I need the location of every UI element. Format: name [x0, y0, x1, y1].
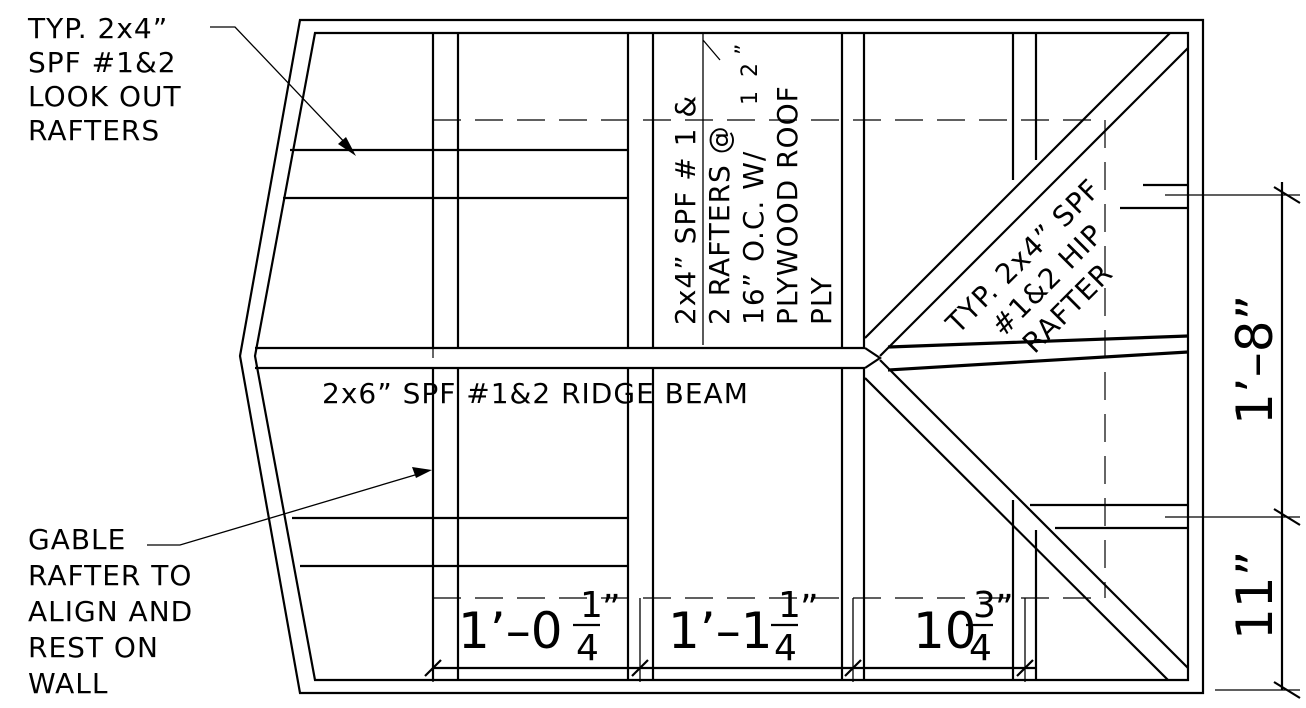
hip-rafter-upper: [864, 32, 1189, 357]
svg-text:PLY: PLY: [805, 276, 838, 325]
svg-text:1: 1: [738, 91, 763, 105]
dimension-2: 1’–1 1 4 ”: [668, 585, 819, 669]
rafter-v4: [1011, 33, 1038, 680]
ridge-end: [864, 347, 882, 369]
note-lookout: TYP. 2x4” SPF #1&2 LOOK OUT RAFTERS: [27, 12, 191, 147]
leader-lookout: [210, 26, 351, 149]
dimension-vertical-1: 1’–8”: [1226, 295, 1284, 425]
lookout-rafter-top: [283, 148, 628, 200]
jack-rafter-lower: [1030, 503, 1188, 530]
dimension-1: 1’–0 1 4 ”: [458, 585, 621, 669]
arrowhead-gable: [412, 467, 432, 478]
label-leader: [702, 33, 721, 345]
svg-text:4: 4: [774, 628, 797, 669]
svg-text:3: 3: [973, 585, 996, 626]
hip-rafter-lower: [864, 359, 1189, 681]
lookout-rafter-bottom: [292, 516, 628, 568]
ridge-label: 2x6” SPF #1&2 RIDGE BEAM: [322, 377, 749, 410]
svg-text:2x4” SPF # 1 &: 2x4” SPF # 1 &: [669, 95, 702, 325]
svg-text:”: ”: [602, 588, 621, 629]
svg-text:1: 1: [778, 585, 801, 626]
svg-text:16” O.C. W/: 16” O.C. W/: [737, 151, 770, 325]
rafter-v2: [626, 33, 655, 680]
svg-text:”: ”: [732, 44, 757, 55]
dimension-vertical-2: 11”: [1226, 550, 1284, 640]
wall-line-dashed: [432, 119, 1106, 599]
svg-text:1: 1: [580, 585, 603, 626]
svg-text:1’–1: 1’–1: [668, 602, 773, 660]
svg-text:4: 4: [969, 628, 992, 669]
leader-gable: [147, 471, 426, 546]
dimension-3: 10 3 4 ”: [913, 585, 1014, 669]
svg-text:4: 4: [576, 628, 599, 669]
dim-ticks-right: [1273, 186, 1301, 699]
rafter-v3: [840, 33, 866, 680]
jack-rafter-upper: [1120, 183, 1188, 210]
svg-text:”: ”: [800, 588, 819, 629]
svg-text:PLYWOOD ROOF: PLYWOOD ROOF: [771, 85, 804, 325]
svg-text:2 RAFTERS @: 2 RAFTERS @: [703, 125, 736, 325]
dim-ticks-bottom: [424, 659, 1034, 677]
dim-ext-bottom: [432, 598, 1026, 682]
note-rafters: 2x4” SPF # 1 & 2 RAFTERS @ 16” O.C. W/ 1…: [669, 44, 838, 325]
svg-text:2: 2: [738, 63, 763, 77]
svg-text:10: 10: [913, 602, 977, 660]
arrowhead-lookout: [338, 137, 356, 156]
note-gable: GABLE RAFTER TO ALIGN AND REST ON WALL: [28, 523, 203, 700]
jack-rafter-center: [887, 334, 1189, 372]
rafter-v1: [431, 33, 460, 680]
svg-text:1’–0: 1’–0: [458, 602, 563, 660]
svg-text:”: ”: [995, 588, 1014, 629]
ridge-beam: [255, 346, 865, 370]
roof-outline-outer: [238, 18, 1205, 695]
roof-outline-inner: [253, 31, 1190, 682]
